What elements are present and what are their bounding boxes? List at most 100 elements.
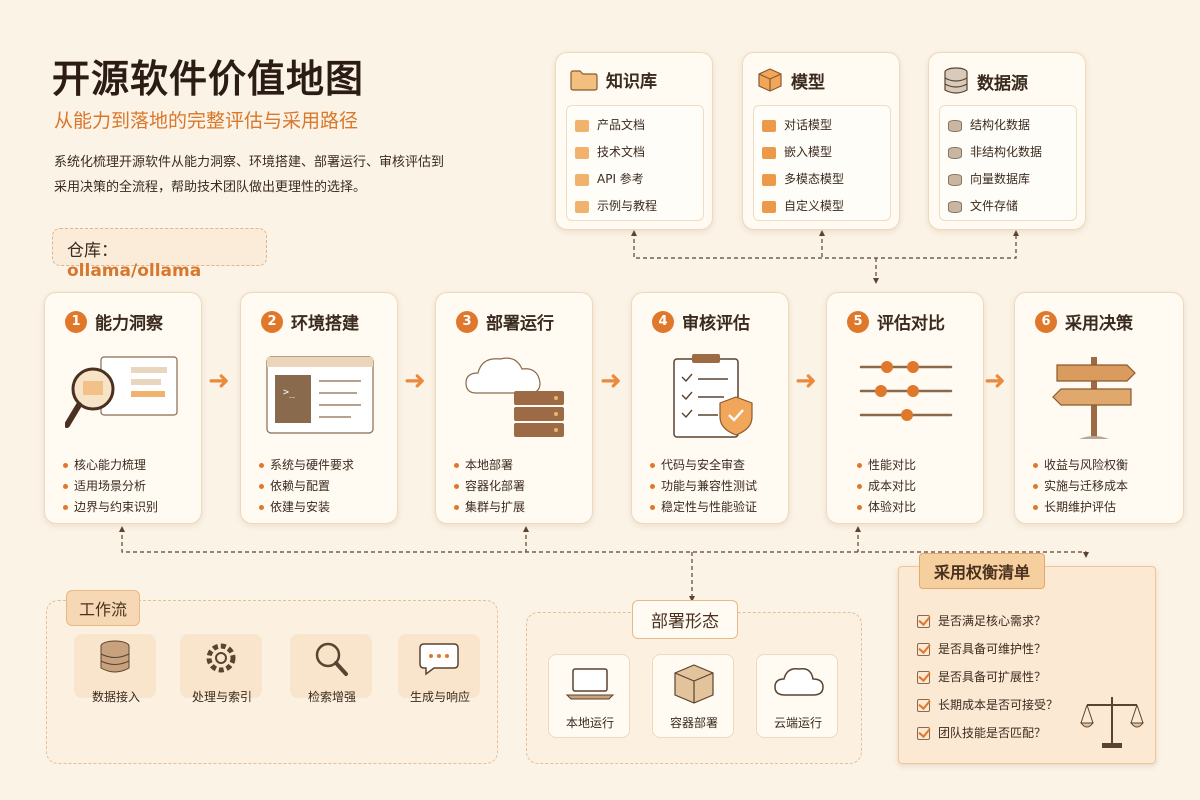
adoption-checklist: 采用权衡清单 是否满足核心需求？ 是否具备可维护性？ 是否具备可扩展性？ 长期成…	[898, 553, 1156, 764]
page-subtitle: 从能力到落地的完整评估与采用路径	[54, 110, 359, 132]
step-title: 部署运行	[486, 314, 554, 334]
database-icon	[100, 640, 130, 673]
step-bullet: 功能与兼容性测试	[650, 476, 757, 497]
step-number: 5	[847, 310, 869, 333]
list-item[interactable]: 对话模型	[762, 112, 882, 139]
checklist-item[interactable]: 是否满足核心需求？	[917, 607, 1058, 635]
workflow-step-generate[interactable]	[398, 634, 480, 698]
checkbox-icon[interactable]	[917, 726, 930, 740]
cloud-server-icon	[465, 357, 564, 437]
step-bullet: 依赖与配置	[259, 476, 354, 497]
page-description: 系统化梳理开源软件从能力洞察、环境搭建、部署运行、审核评估到采用决策的全流程，帮…	[54, 155, 445, 195]
flow-arrow-icon: ➜	[404, 366, 426, 396]
step-bullet: 容器化部署	[454, 476, 525, 497]
sliders-icon	[859, 361, 953, 421]
clipboard-shield-icon	[673, 354, 753, 438]
checkbox-icon[interactable]	[917, 642, 930, 656]
list-item[interactable]: 文件存储	[948, 193, 1068, 220]
repo-value[interactable]: ollama/ollama	[67, 261, 202, 281]
deployment-label: 容器部署	[669, 716, 718, 730]
list-item-label: 多模态模型	[784, 172, 845, 186]
cube-icon	[762, 119, 776, 132]
list-item[interactable]: 嵌入模型	[762, 139, 882, 166]
step-title: 环境搭建	[291, 314, 359, 334]
signpost-icon	[1052, 357, 1136, 439]
step-bullet: 核心能力梳理	[63, 455, 158, 476]
list-item[interactable]: 结构化数据	[948, 112, 1068, 139]
resource-list: 对话模型 嵌入模型 多模态模型 自定义模型	[753, 105, 891, 221]
step-bullet: 依建与安装	[259, 497, 354, 518]
checklist-item[interactable]: 是否具备可扩展性？	[917, 663, 1058, 691]
checklist-item[interactable]: 长期成本是否可接受？	[917, 691, 1058, 719]
step-number: 6	[1035, 310, 1057, 333]
resource-card-datasources[interactable]: 数据源 结构化数据 非结构化数据 向量数据库 文件存储	[928, 52, 1086, 230]
step-title: 评估对比	[877, 314, 945, 334]
cube-icon	[762, 200, 776, 213]
list-item-label: 对话模型	[784, 118, 833, 132]
workflow-label: 处理与索引	[191, 690, 252, 704]
list-item-label: 示例与教程	[597, 199, 658, 213]
list-item[interactable]: 非结构化数据	[948, 139, 1068, 166]
workflow-label: 生成与响应	[409, 690, 470, 704]
step-bullet: 本地部署	[454, 455, 525, 476]
step-bullet: 实施与迁移成本	[1033, 476, 1128, 497]
flow-arrow-icon: ➜	[984, 366, 1006, 396]
workflow-step-ingest[interactable]	[74, 634, 156, 698]
list-item[interactable]: 产品文档	[575, 112, 695, 139]
checkbox-icon[interactable]	[917, 670, 930, 684]
database-icon	[948, 173, 962, 186]
list-item-label: API 参考	[597, 172, 644, 186]
list-item[interactable]: 多模态模型	[762, 166, 882, 193]
list-item-label: 结构化数据	[970, 118, 1031, 132]
resource-title: 模型	[791, 72, 825, 93]
step-number: 3	[456, 310, 478, 333]
step-number: 2	[261, 310, 283, 333]
deployment-container[interactable]	[652, 654, 734, 738]
list-item-label: 嵌入模型	[784, 145, 833, 159]
step-bullet: 适用场景分析	[63, 476, 158, 497]
resource-card-models[interactable]: 模型 对话模型 嵌入模型 多模态模型 自定义模型	[742, 52, 900, 230]
checkbox-icon[interactable]	[917, 614, 930, 628]
workflow-step-index[interactable]	[180, 634, 262, 698]
step-number: 4	[652, 310, 674, 333]
terminal-window-icon: >_	[266, 356, 374, 434]
step-bullet: 性能对比	[857, 455, 916, 476]
checklist-item[interactable]: 团队技能是否匹配？	[917, 719, 1058, 747]
workflow-step-retrieval[interactable]	[290, 634, 372, 698]
list-item-label: 技术文档	[597, 145, 646, 159]
list-item-label: 文件存储	[970, 199, 1019, 213]
cube-icon	[758, 68, 782, 92]
deployment-title: 部署形态	[632, 600, 738, 639]
resource-list: 结构化数据 非结构化数据 向量数据库 文件存储	[939, 105, 1077, 221]
list-item[interactable]: 自定义模型	[762, 193, 882, 220]
list-item[interactable]: 示例与教程	[575, 193, 695, 220]
container-icon	[674, 664, 714, 704]
resource-title: 知识库	[606, 72, 657, 92]
cloud-icon	[774, 667, 824, 696]
folder-icon	[575, 119, 589, 132]
list-item-label: 自定义模型	[784, 199, 845, 213]
checklist-item[interactable]: 是否具备可维护性？	[917, 635, 1058, 663]
workflow-label: 数据接入	[91, 690, 140, 704]
repo-badge[interactable]: 仓库：ollama/ollama	[52, 228, 267, 281]
resource-card-knowledge[interactable]: 知识库 产品文档 技术文档 API 参考 示例与教程	[555, 52, 713, 230]
folder-icon	[575, 173, 589, 186]
list-item-label: 产品文档	[597, 118, 646, 132]
deployment-label: 本地运行	[565, 716, 614, 730]
flow-arrow-icon: ➜	[208, 366, 230, 396]
deployment-cloud[interactable]	[756, 654, 838, 738]
repo-label: 仓库：	[67, 241, 118, 261]
list-item[interactable]: API 参考	[575, 166, 695, 193]
list-item[interactable]: 技术文档	[575, 139, 695, 166]
step-title: 采用决策	[1065, 314, 1133, 334]
page-title: 开源软件价值地图	[52, 57, 365, 101]
list-item[interactable]: 向量数据库	[948, 166, 1068, 193]
checkbox-icon[interactable]	[917, 698, 930, 712]
deployment-local[interactable]	[548, 654, 630, 738]
